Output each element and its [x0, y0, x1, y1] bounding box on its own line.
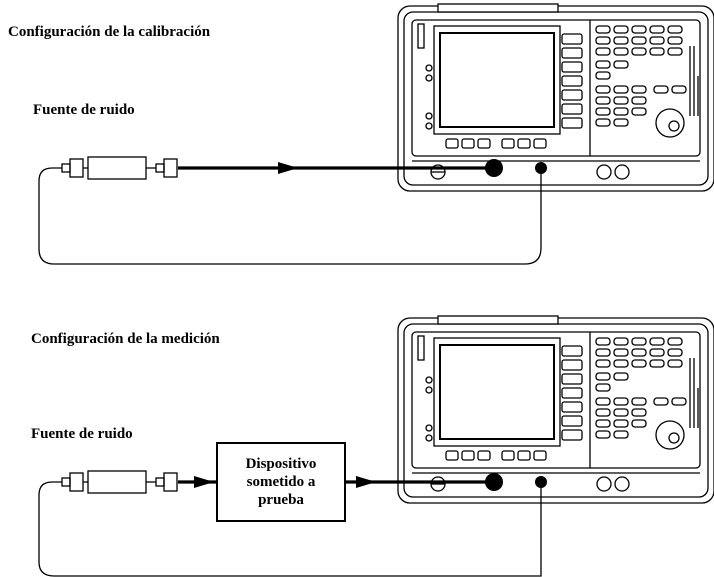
measurement-noise-source-label: Fuente de ruido [31, 426, 133, 442]
spectrum-analyzer-calibration [397, 3, 714, 192]
rf-input-port [485, 473, 503, 491]
noise-source-drive-cable-calibration [38, 167, 542, 265]
measurement-title: Configuración de la medición [31, 331, 220, 347]
device-under-test-box: Dispositivo sometido a prueba [216, 442, 346, 522]
spectrum-analyzer-measurement [397, 315, 714, 504]
calibration-noise-source-label: Fuente de ruido [33, 102, 135, 118]
noise-source-calibration [61, 156, 178, 180]
noise-source-drive-cable-measurement [38, 481, 542, 577]
arrow-icon [278, 162, 298, 174]
calibration-title: Configuración de la calibración [8, 24, 211, 40]
arrow-icon [194, 476, 214, 488]
arrow-icon [356, 476, 376, 488]
dut-label-line2: sometido a [246, 474, 316, 490]
dut-label-line3: prueba [258, 492, 304, 508]
rf-input-port [485, 159, 503, 177]
dut-label-line1: Dispositivo [245, 456, 317, 472]
noise-source-measurement [61, 470, 178, 494]
